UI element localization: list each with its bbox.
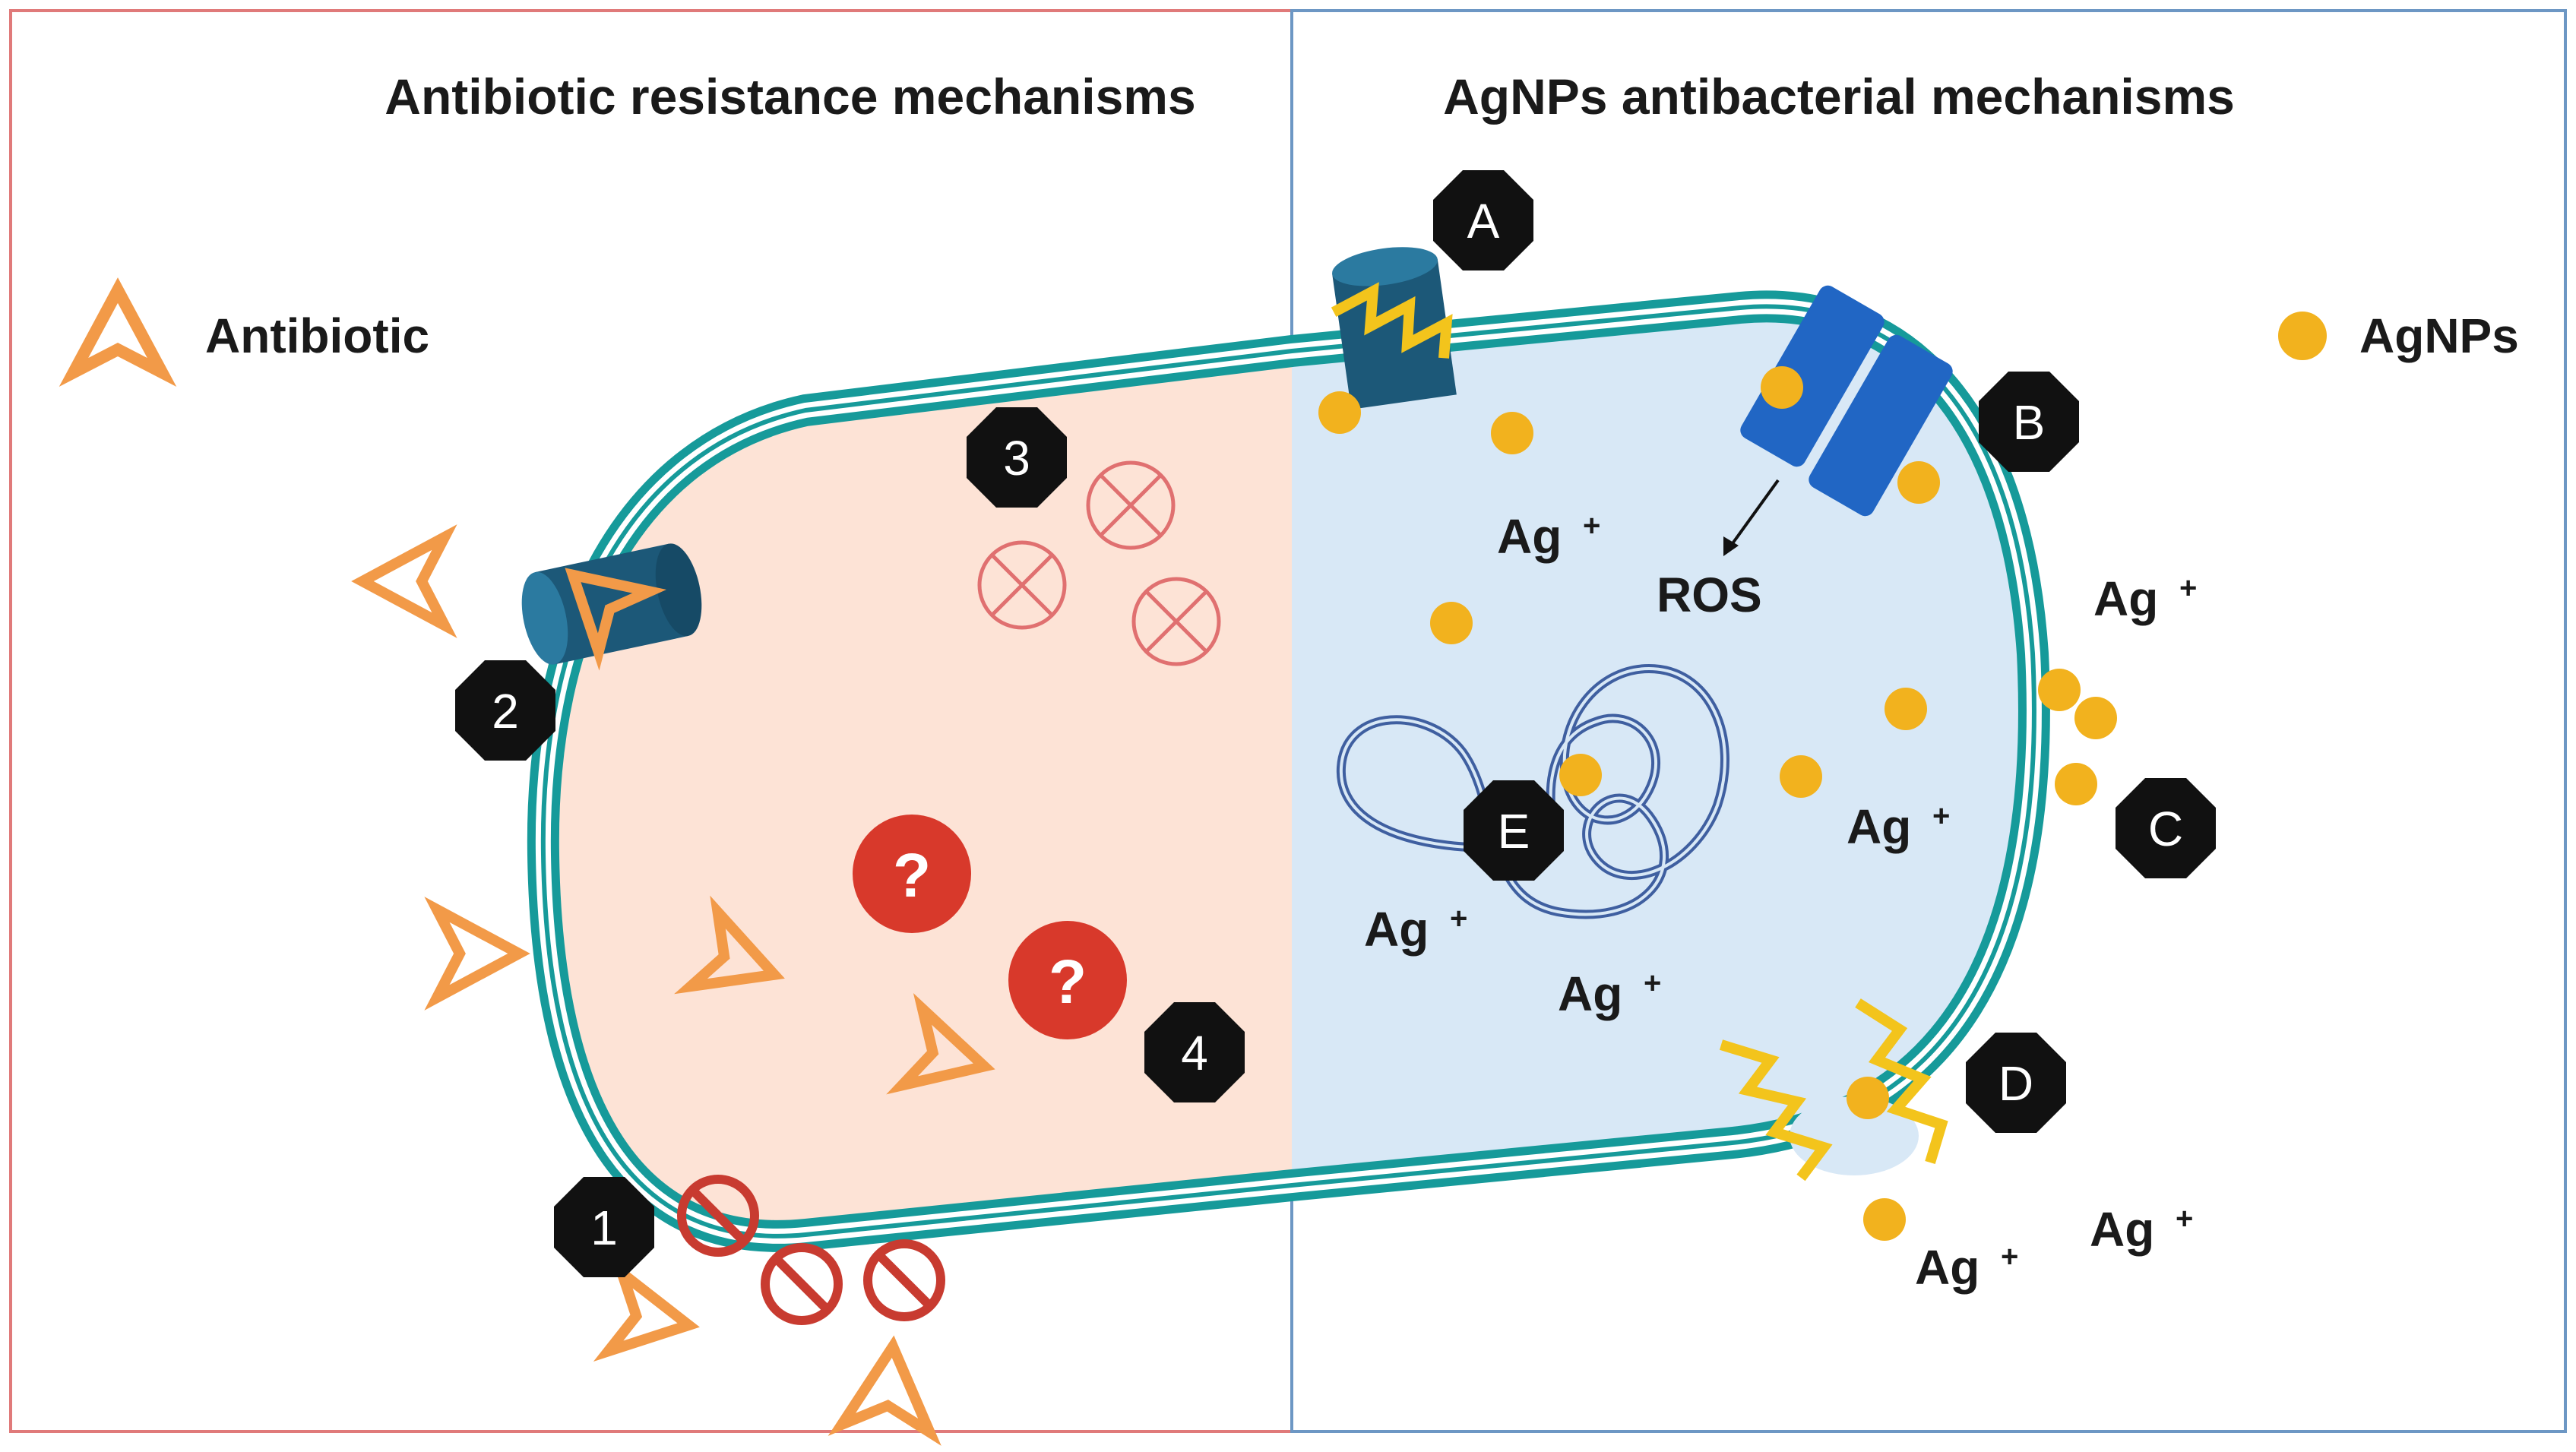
antibiotic-icon [593,1258,700,1362]
svg-text:Ag: Ag [1915,1240,1979,1295]
ros-label: ROS [1657,568,1762,622]
agnp-icon [1863,1198,1906,1241]
badge-3: 3 [967,407,1067,508]
question-mark: ? [1049,947,1087,1017]
ros-arrow [1729,479,1780,547]
svg-text:+: + [1583,509,1600,543]
rupture-zigzag [1855,998,1948,1165]
svg-text:+: + [1932,799,1950,833]
agnp-icon [1318,391,1361,434]
svg-text:+: + [1644,966,1661,1000]
antibiotic-legend-label: Antibiotic [205,308,429,363]
svg-text:A: A [1467,194,1500,248]
agnp-icon [1897,461,1940,504]
svg-text:+: + [2001,1240,2018,1273]
silver-ion-label: Ag + [2093,571,2197,626]
svg-text:3: 3 [1003,431,1030,486]
agnp-icon [1780,755,1822,798]
silver-ion-label: Ag + [1497,509,1600,564]
question-icon: ? [1008,921,1127,1039]
blocked-icon [761,1243,843,1325]
agnp-icon [1491,412,1533,454]
inhibition-icon [1131,577,1221,666]
antibiotic-icon [886,993,995,1095]
left-panel-title: Antibiotic resistance mechanisms [385,68,1195,125]
efflux-pump-icon [521,543,702,671]
question-icon: ? [853,815,971,933]
badge-C: C [2116,778,2216,878]
agnp-legend-label: AgNPs [2359,308,2519,363]
agnp-icon [2038,669,2081,711]
antibiotic-icon [351,524,457,638]
agnp-legend-icon [2278,312,2327,360]
svg-text:+: + [2179,571,2197,605]
agnp-icon [2055,763,2097,805]
inhibition-icon [977,540,1067,630]
badge-E: E [1464,780,1564,881]
right-panel-title: AgNPs antibacterial mechanisms [1443,68,2235,125]
svg-text:Ag: Ag [1847,799,1911,854]
svg-text:Ag: Ag [2093,571,2158,626]
porin-icon [1740,285,1953,517]
agnp-icon [1847,1077,1889,1119]
silver-ion-label: Ag + [1364,902,1467,957]
svg-text:2: 2 [492,684,519,739]
blocked-icon [677,1175,759,1257]
svg-text:Ag: Ag [1497,509,1562,564]
agnp-icon [1430,602,1473,644]
svg-text:Ag: Ag [1558,966,1622,1021]
blocked-icon [863,1239,945,1321]
silver-ion-label: Ag + [1558,966,1661,1021]
damaged-channel-icon [1331,247,1457,410]
badge-1: 1 [554,1177,654,1277]
ros-arrow-head [1723,536,1739,556]
agnp-particles [1318,366,2117,1241]
svg-text:E: E [1498,804,1530,859]
silver-ion-label: Ag + [2090,1202,2193,1257]
agnp-icon [1559,754,1602,796]
inhibition-icon [1086,460,1176,550]
antibiotic-icon [828,1335,941,1446]
svg-text:+: + [1450,902,1467,935]
silver-ion-label: Ag + [1915,1240,2018,1295]
agnp-icon [1885,688,1927,730]
svg-text:C: C [2148,802,2183,856]
badge-A: A [1433,170,1533,270]
svg-text:1: 1 [590,1201,618,1255]
svg-text:4: 4 [1181,1026,1208,1080]
svg-text:+: + [2176,1202,2193,1235]
svg-text:B: B [2013,395,2046,450]
dna-icon [1336,663,1729,919]
antibiotic-icon [674,895,785,995]
silver-ion-label: Ag + [1847,799,1950,854]
badge-D: D [1966,1033,2066,1133]
svg-text:Ag: Ag [1364,902,1429,957]
question-mark: ? [893,841,931,910]
badge-4: 4 [1144,1002,1245,1102]
badge-B: B [1979,372,2079,472]
antibiotic-icon [424,897,530,1011]
svg-text:Ag: Ag [2090,1202,2154,1257]
agnp-icon [1761,366,1803,409]
svg-text:D: D [1998,1056,2033,1111]
antibiotic-legend-icon [59,277,177,387]
badge-2: 2 [455,660,555,761]
agnp-icon [2074,697,2117,739]
rupture-zigzag [1719,1039,1833,1182]
